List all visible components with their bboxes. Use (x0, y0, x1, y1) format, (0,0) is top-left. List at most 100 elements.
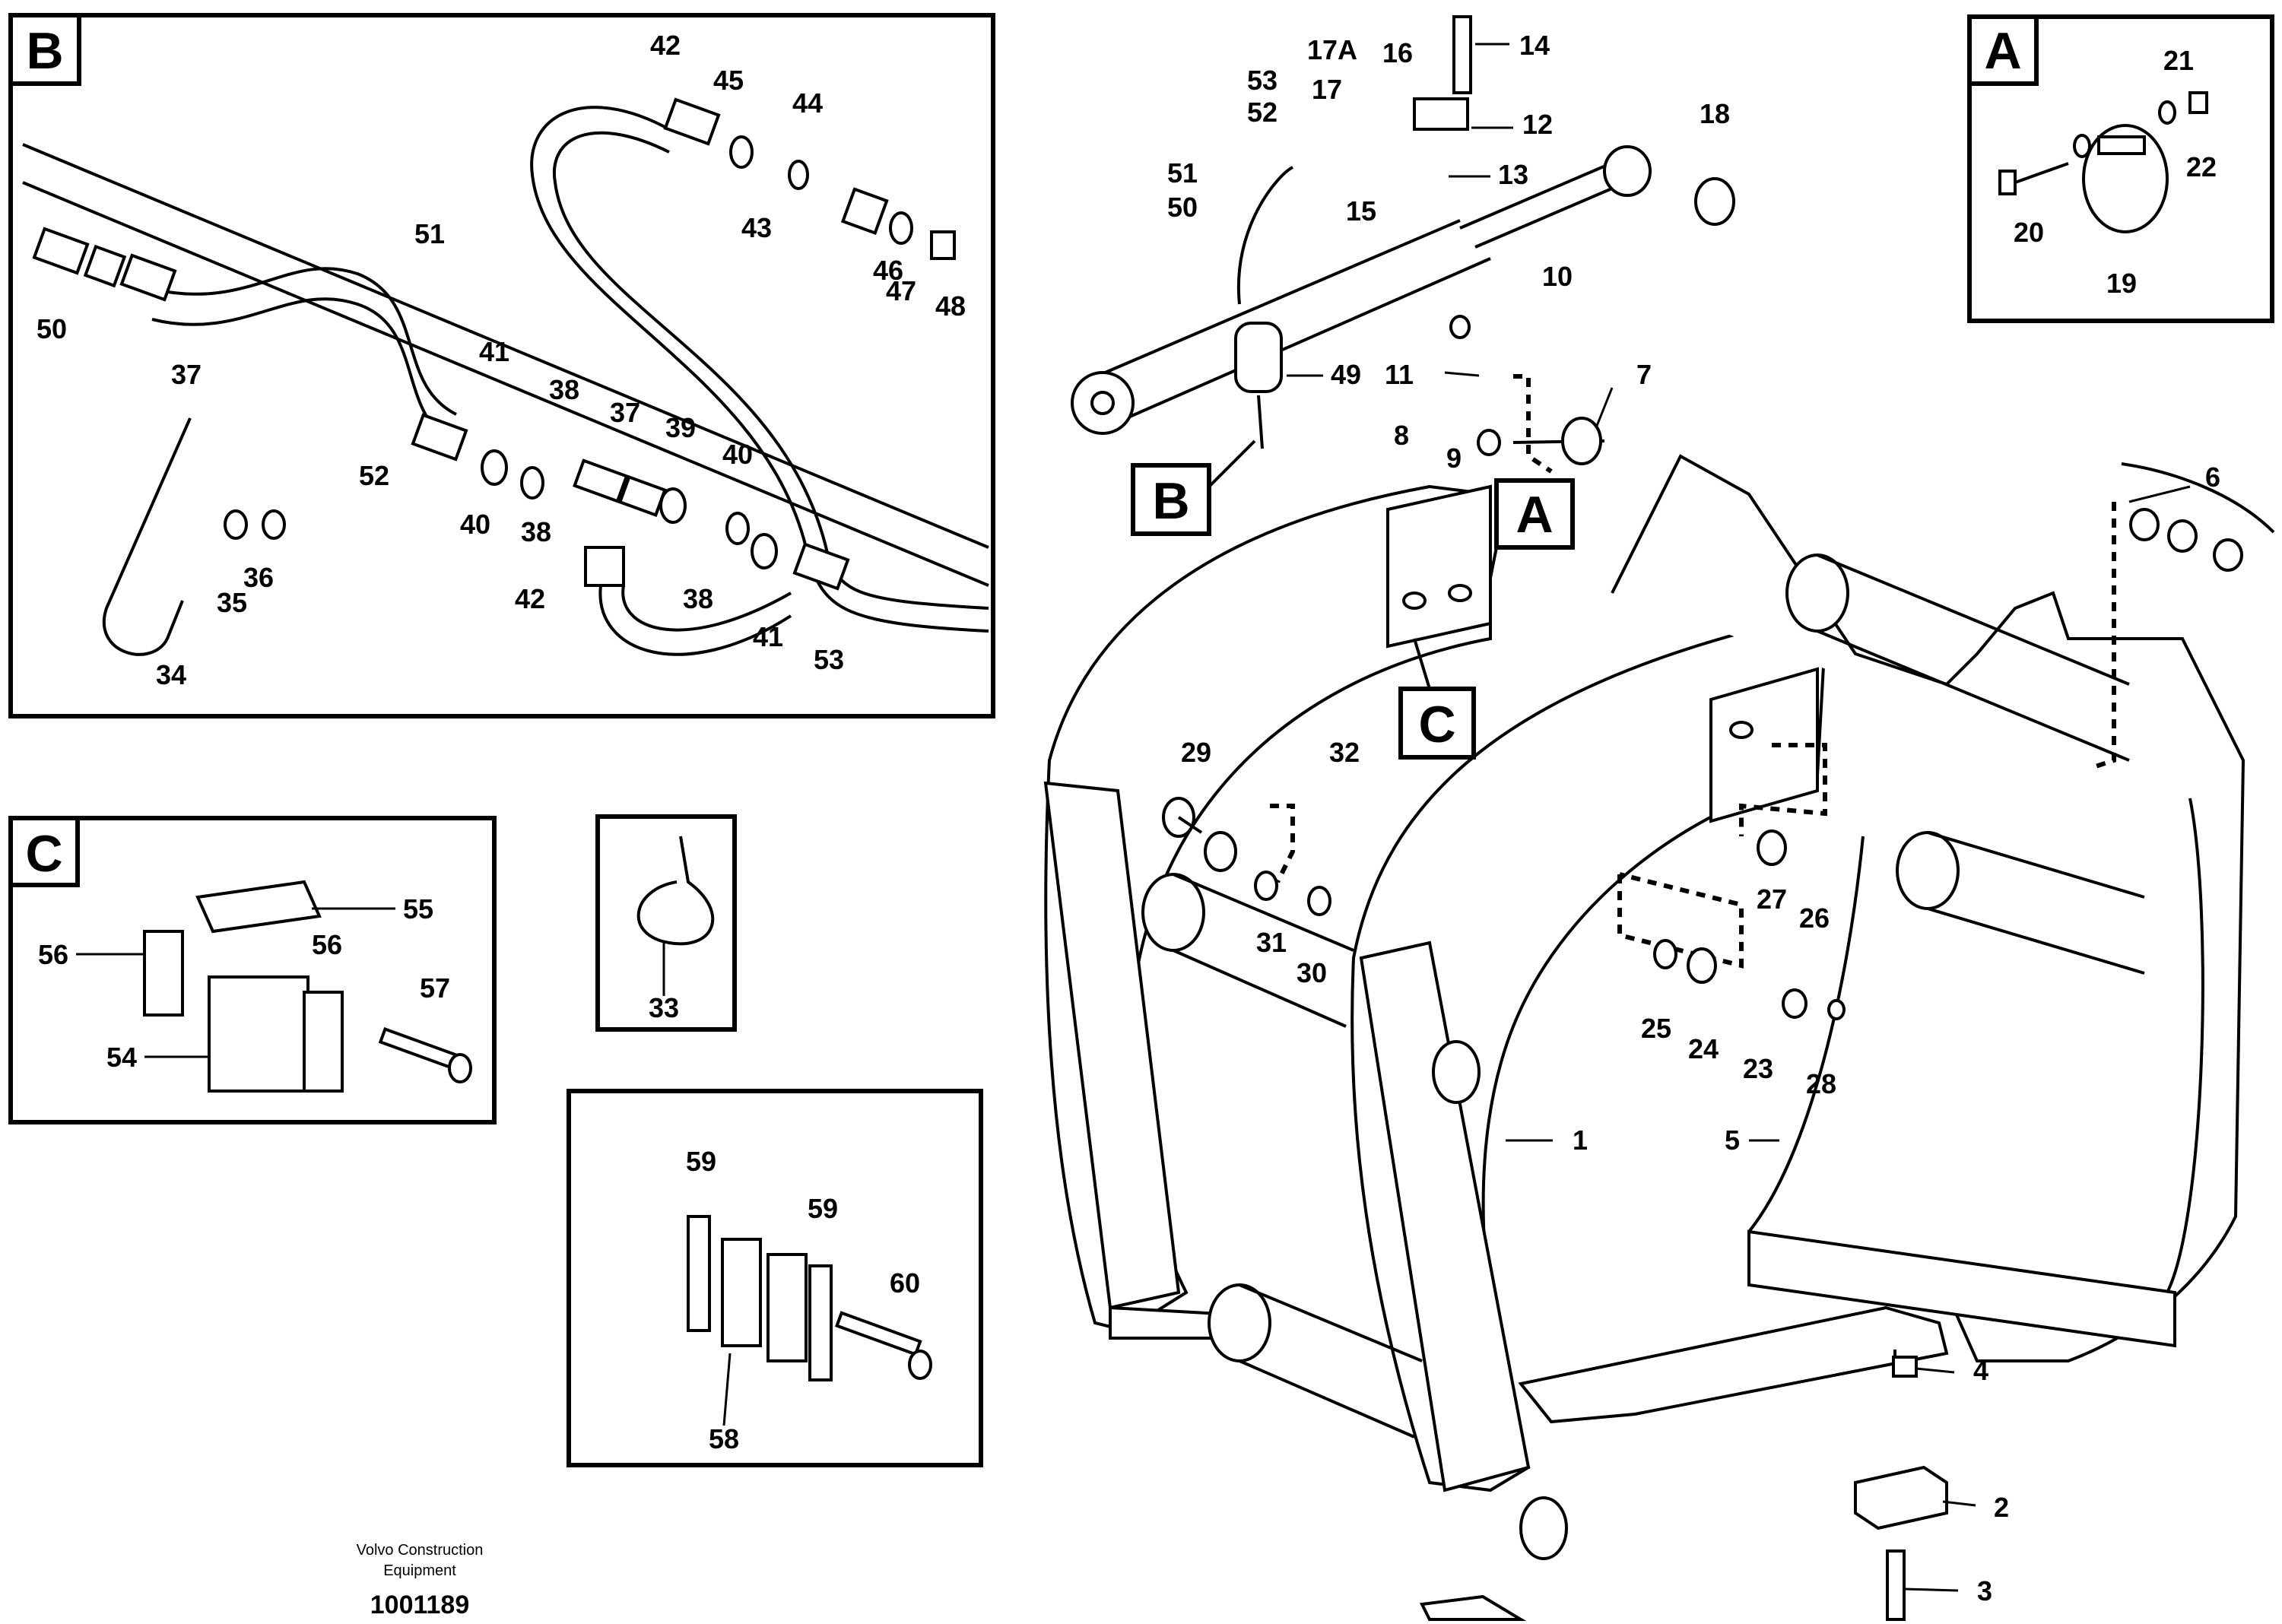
label-37: 37 (171, 359, 202, 390)
panel-c-letter: C (25, 825, 62, 883)
label-28: 28 (1806, 1068, 1836, 1099)
footer-company-line1: Volvo Construction (357, 1542, 484, 1559)
label-52-main: 52 (1247, 97, 1277, 128)
label-20: 20 (2014, 217, 2044, 248)
label-25: 25 (1641, 1013, 1671, 1044)
label-54: 54 (106, 1042, 137, 1073)
label-50-main: 50 (1167, 192, 1198, 223)
panel-b-letter: B (26, 22, 63, 80)
label-15: 15 (1346, 195, 1376, 227)
hose-clip-panel: 59 59 60 58 (567, 1089, 983, 1467)
panel-c: C 55 56 56 57 54 (8, 816, 497, 1124)
label-27: 27 (1757, 883, 1787, 915)
label-39: 39 (665, 412, 696, 443)
label-6: 6 (2205, 462, 2220, 493)
label-22: 22 (2186, 151, 2217, 182)
cable-tie-panel: 33 (595, 814, 737, 1032)
label-36: 36 (243, 562, 274, 593)
label-44: 44 (792, 87, 823, 119)
label-21: 21 (2163, 45, 2194, 76)
cable-tie-icon (636, 836, 715, 946)
hydraulic-cylinder-icon (1071, 145, 1735, 435)
panel-b-labels: 42 45 44 43 46 47 48 51 50 37 41 38 37 3… (36, 30, 966, 690)
label-40: 40 (722, 439, 753, 470)
label-19: 19 (2106, 268, 2137, 299)
label-34: 34 (156, 659, 186, 690)
footer-block: Volvo Construction Equipment 1001189 (357, 1542, 484, 1619)
callout-a-letter: A (1516, 486, 1553, 544)
label-13: 13 (1498, 159, 1528, 190)
label-9: 9 (1446, 442, 1462, 474)
callout-c: C (1398, 638, 1476, 760)
label-24: 24 (1688, 1033, 1719, 1064)
label-53: 53 (814, 644, 844, 675)
hose-fittings (32, 97, 956, 591)
label-43: 43 (741, 212, 772, 243)
label-30: 30 (1297, 957, 1327, 988)
u-bolt-icon (103, 417, 286, 656)
label-50: 50 (36, 313, 67, 344)
label-56-right: 56 (312, 929, 342, 960)
label-47: 47 (886, 275, 916, 306)
label-37-tee: 37 (610, 397, 640, 428)
label-51: 51 (414, 218, 445, 249)
label-16: 16 (1382, 37, 1413, 68)
label-14: 14 (1519, 30, 1550, 61)
grapple-assembly (1043, 15, 2275, 1621)
label-58: 58 (709, 1423, 739, 1454)
label-38: 38 (549, 374, 579, 405)
label-45: 45 (713, 65, 744, 96)
label-10: 10 (1542, 261, 1573, 292)
label-38-mid: 38 (521, 516, 551, 547)
panel-a-letter: A (1984, 22, 2021, 80)
label-4: 4 (1973, 1355, 1988, 1386)
callout-a: A (1489, 478, 1575, 579)
label-26: 26 (1799, 902, 1830, 934)
label-52: 52 (359, 460, 389, 491)
label-31: 31 (1256, 927, 1287, 958)
label-17: 17 (1312, 74, 1342, 105)
label-53-main: 53 (1247, 65, 1277, 96)
label-1: 1 (1573, 1124, 1588, 1156)
label-33: 33 (649, 992, 679, 1023)
drawing-number: 1001189 (370, 1591, 470, 1619)
label-48: 48 (935, 290, 966, 322)
callout-b: B (1131, 439, 1256, 536)
label-41: 41 (479, 336, 509, 367)
label-29: 29 (1181, 737, 1211, 768)
footer-company-line2: Equipment (383, 1562, 456, 1579)
callout-c-letter: C (1418, 696, 1455, 753)
label-42: 42 (650, 30, 681, 61)
label-49: 49 (1331, 359, 1361, 390)
label-59: 59 (686, 1146, 716, 1177)
label-41-lower: 41 (753, 621, 783, 652)
leader-lines (76, 43, 2191, 1592)
label-59-right: 59 (808, 1193, 838, 1224)
label-23: 23 (1743, 1053, 1773, 1084)
panel-a: A 21 22 20 19 (1967, 14, 2274, 323)
hydraulic-tubes (22, 106, 989, 656)
panel-b: B (8, 13, 995, 718)
label-8: 8 (1394, 420, 1409, 451)
hose-clamp-icon (1998, 91, 2208, 233)
label-18: 18 (1700, 98, 1730, 129)
wear-pad-icon (143, 880, 472, 1093)
label-55: 55 (403, 893, 433, 925)
callout-b-letter: B (1152, 472, 1189, 530)
label-40-left: 40 (460, 509, 490, 540)
label-17a: 17A (1307, 34, 1357, 65)
hose-clip-icon (687, 1215, 932, 1381)
label-2: 2 (1994, 1492, 2009, 1523)
label-35: 35 (217, 587, 247, 618)
label-51-main: 51 (1167, 157, 1198, 189)
label-56: 56 (38, 939, 68, 970)
label-11: 11 (1385, 359, 1414, 390)
label-12: 12 (1522, 109, 1553, 140)
label-38-lower: 38 (683, 583, 713, 614)
label-60: 60 (890, 1267, 920, 1299)
label-46: 46 (873, 255, 903, 286)
label-5: 5 (1725, 1124, 1740, 1156)
label-3: 3 (1977, 1575, 1992, 1607)
label-32: 32 (1329, 737, 1360, 768)
